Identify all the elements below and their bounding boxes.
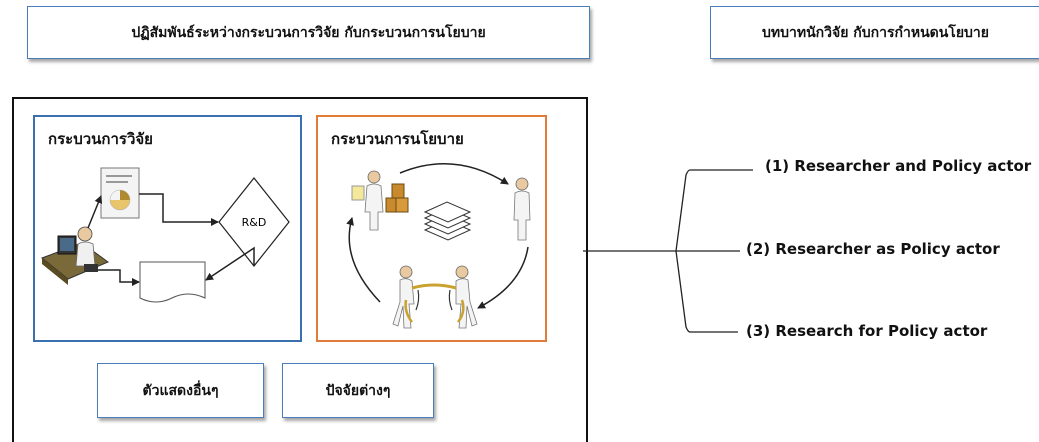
policy-actor-with-boxes-icon <box>351 170 409 231</box>
other-actors-text: ตัวแสดงอื่นๆ <box>142 382 219 399</box>
title-interaction-text: ปฏิสัมพันธ์ระหว่างกระบวนการวิจัย กับกระบ… <box>131 24 486 41</box>
roles-connector <box>583 169 753 333</box>
research-process-label: กระบวนการวิจัย <box>48 130 153 148</box>
policy-process-label: กระบวนการนโยบาย <box>331 130 464 148</box>
role-research-for-policy-actor: (3) Research for Policy actor <box>746 322 988 340</box>
policy-cycle <box>346 163 531 329</box>
output-document-icon <box>139 261 206 303</box>
researcher-at-desk-icon <box>41 226 110 285</box>
research-flow-arrows <box>87 193 255 286</box>
tug-of-war-icon <box>392 265 478 329</box>
other-actors-box: ตัวแสดงอื่นๆ <box>97 363 264 418</box>
title-interaction-box: ปฏิสัมพันธ์ระหว่างกระบวนการวิจัย กับกระบ… <box>27 6 590 59</box>
rd-label: R&D <box>242 216 267 229</box>
rd-decision-diamond: R&D <box>218 177 290 267</box>
role-researcher-as-policy-actor: (2) Researcher as Policy actor <box>746 240 1000 258</box>
policy-cycle-arrows <box>346 163 529 309</box>
title-roles-text: บทบาทนักวิจัย กับการกำหนดนโยบาย <box>762 24 989 41</box>
role-researcher-and-policy-actor: (1) Researcher and Policy actor <box>765 157 1032 175</box>
policy-actor-standing-icon <box>513 177 531 241</box>
other-factors-text: ปัจจัยต่างๆ <box>325 382 391 399</box>
report-document-icon <box>100 167 140 219</box>
other-factors-box: ปัจจัยต่างๆ <box>282 363 434 418</box>
title-roles-box: บทบาทนักวิจัย กับการกำหนดนโยบาย <box>710 6 1039 59</box>
paper-stack-icon <box>423 201 472 241</box>
